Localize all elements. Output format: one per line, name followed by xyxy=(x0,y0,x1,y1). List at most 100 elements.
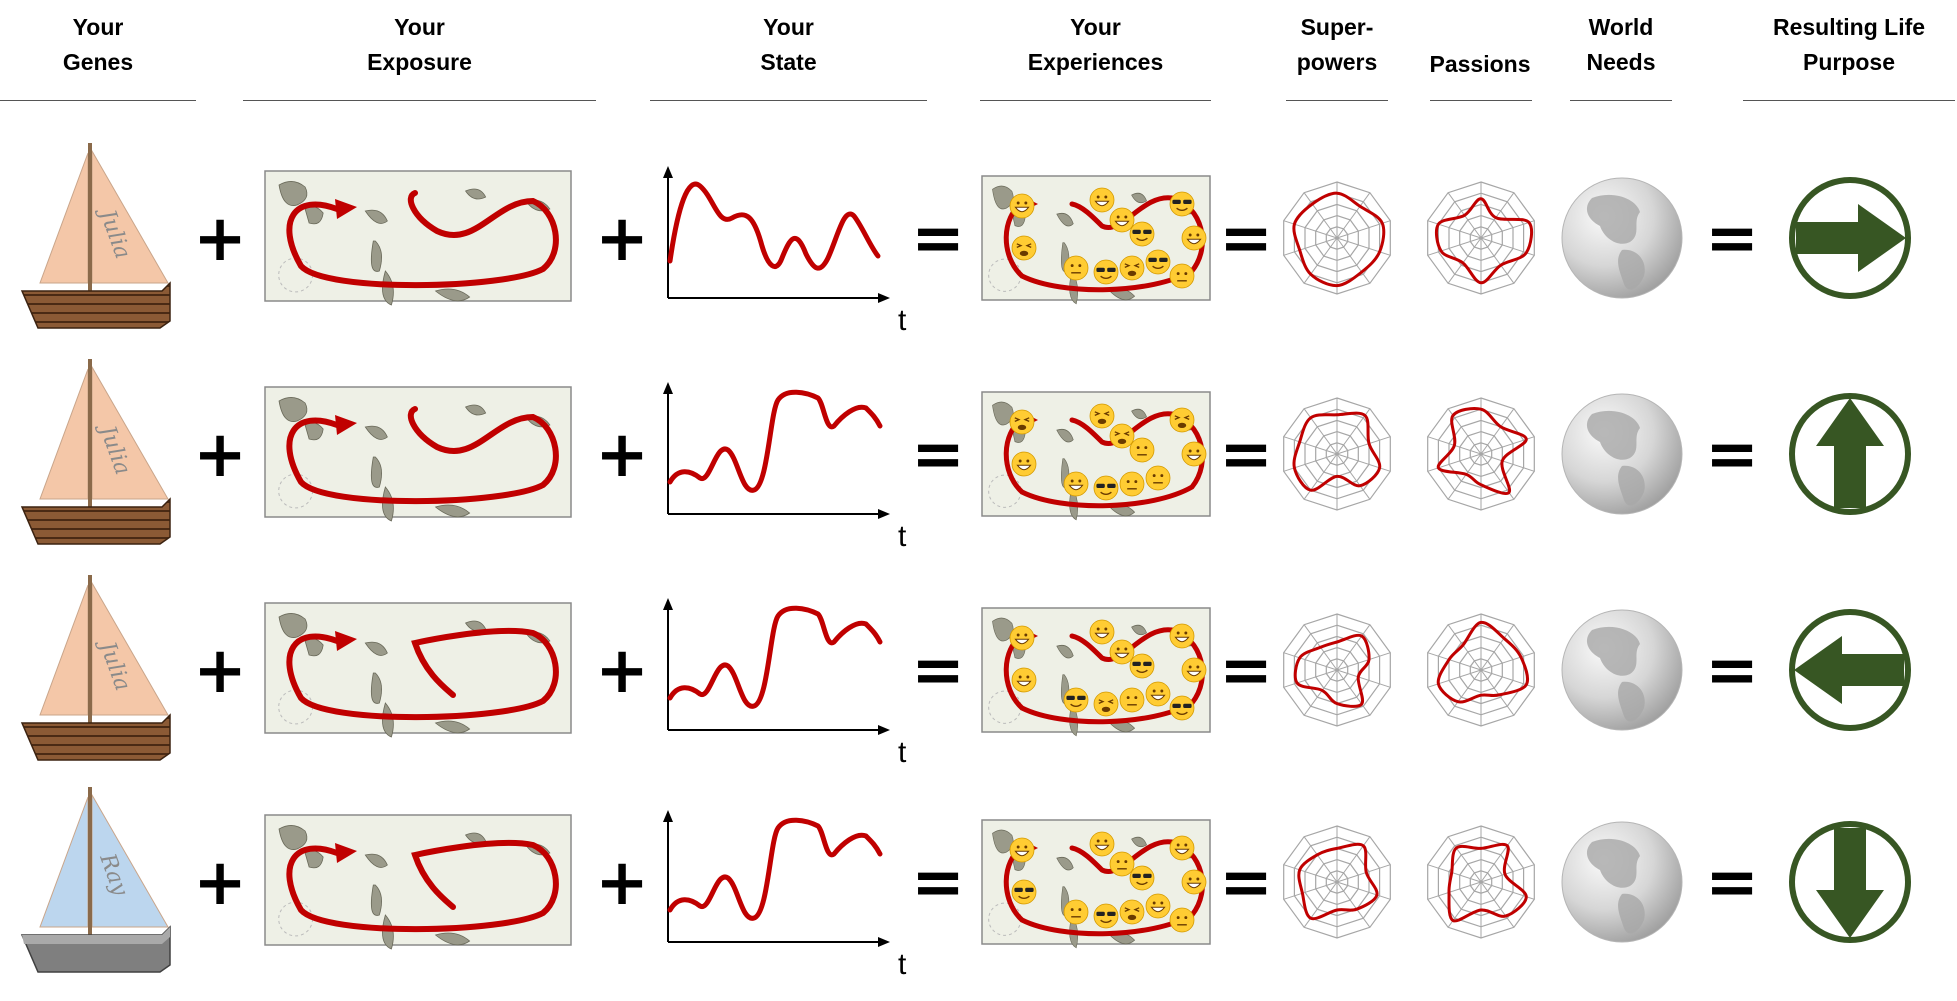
mouth xyxy=(1186,882,1202,889)
eye xyxy=(1023,417,1030,422)
eye xyxy=(1016,633,1020,637)
radar-profile xyxy=(1434,197,1534,285)
radar-spoke xyxy=(1336,436,1391,455)
eye xyxy=(1160,689,1164,693)
mouth xyxy=(1019,250,1029,257)
eye xyxy=(1184,631,1188,635)
emoji-face xyxy=(1089,619,1115,645)
hull xyxy=(20,497,171,545)
cool-emoji xyxy=(1169,191,1195,217)
radar-spoke xyxy=(1447,836,1482,883)
header-underline-life-purpose xyxy=(1743,100,1955,101)
radar-spoke xyxy=(1336,881,1391,900)
neutral-emoji xyxy=(1119,471,1145,497)
grin-emoji xyxy=(1009,837,1035,863)
emoji-face xyxy=(1169,407,1195,433)
sunglasses-lens xyxy=(1159,257,1168,262)
radar-spoke xyxy=(1480,220,1535,239)
island xyxy=(1056,856,1074,871)
state-chart: t xyxy=(663,166,907,337)
purpose-down-arrow-icon xyxy=(1816,828,1884,938)
sunglasses-lens xyxy=(1143,873,1152,878)
mouth xyxy=(1136,881,1148,885)
emoji-face xyxy=(1169,623,1195,649)
radar-spoke xyxy=(1427,453,1482,472)
y-axis-arrowhead xyxy=(663,166,673,178)
radar-spoke xyxy=(1336,669,1391,688)
emoji-face xyxy=(1169,695,1195,721)
eye xyxy=(1184,272,1188,276)
eye xyxy=(1018,675,1022,679)
header-exposure: Your Exposure xyxy=(367,14,472,75)
life-purpose-icon xyxy=(1789,609,1911,731)
header-underline-passions xyxy=(1430,100,1532,101)
cool-emoji xyxy=(1093,259,1119,285)
island xyxy=(364,425,388,440)
exposure-map xyxy=(264,814,572,950)
island xyxy=(464,188,487,200)
radar-spoke xyxy=(1480,453,1535,472)
radar-spoke xyxy=(1283,864,1338,883)
eye xyxy=(1196,449,1200,453)
mouth xyxy=(1114,652,1130,659)
radar-spoke xyxy=(1447,237,1482,284)
mouth xyxy=(1114,220,1130,227)
cool-emoji xyxy=(1145,249,1171,275)
radar-spoke xyxy=(1336,624,1371,671)
y-axis-arrowhead xyxy=(663,810,673,822)
radar-profile xyxy=(1297,842,1379,921)
eye xyxy=(1124,647,1128,651)
radar-spoke xyxy=(1480,408,1515,455)
island xyxy=(278,613,308,638)
radar-spoke xyxy=(1336,192,1371,239)
eye xyxy=(1188,665,1192,669)
mouth xyxy=(1152,265,1164,269)
radar-spoke xyxy=(1480,836,1515,883)
mouth xyxy=(1101,706,1111,713)
radar-spoke xyxy=(1427,237,1482,256)
eye xyxy=(1025,243,1032,248)
island xyxy=(370,672,382,704)
radar-spoke xyxy=(1480,192,1515,239)
emoji-face xyxy=(1011,667,1037,693)
state-curve xyxy=(667,605,883,709)
radar-spoke xyxy=(1303,453,1338,500)
experiences-map xyxy=(981,819,1211,949)
eye xyxy=(1094,411,1101,416)
mouth xyxy=(1068,484,1084,491)
eye xyxy=(1096,195,1100,199)
sunglasses-lens xyxy=(1025,887,1034,892)
journey-path xyxy=(1003,839,1205,937)
equals-sign: = xyxy=(1219,634,1273,708)
eye xyxy=(1176,272,1180,276)
radar-spoke xyxy=(1480,669,1515,716)
y-axis-arrowhead xyxy=(663,382,673,394)
neutral-emoji xyxy=(1109,851,1135,877)
grin-emoji xyxy=(1109,639,1135,665)
emoji-face xyxy=(1063,471,1089,497)
mouth xyxy=(1094,200,1110,207)
radar-spoke xyxy=(1427,220,1482,239)
world-globe xyxy=(1561,609,1683,731)
plus-sign: + xyxy=(595,634,649,708)
eye xyxy=(1152,474,1156,478)
eye xyxy=(1104,627,1108,631)
eye xyxy=(1160,901,1164,905)
eye xyxy=(1126,480,1130,484)
grin-emoji xyxy=(1011,451,1037,477)
eye xyxy=(1114,431,1121,436)
hull-deck xyxy=(22,927,170,944)
island xyxy=(1131,192,1147,204)
eye xyxy=(1016,845,1020,849)
neutral-emoji xyxy=(1063,255,1089,281)
radar-spoke xyxy=(1303,669,1338,716)
radar-spoke xyxy=(1480,881,1515,928)
emoji-face xyxy=(1109,207,1135,233)
emoji-face xyxy=(1181,225,1207,251)
header-underline-state xyxy=(650,100,927,101)
island xyxy=(370,456,382,488)
mouth xyxy=(1136,669,1148,673)
grin-emoji xyxy=(1145,681,1171,707)
state-curve xyxy=(667,817,883,921)
eye xyxy=(1070,908,1074,912)
